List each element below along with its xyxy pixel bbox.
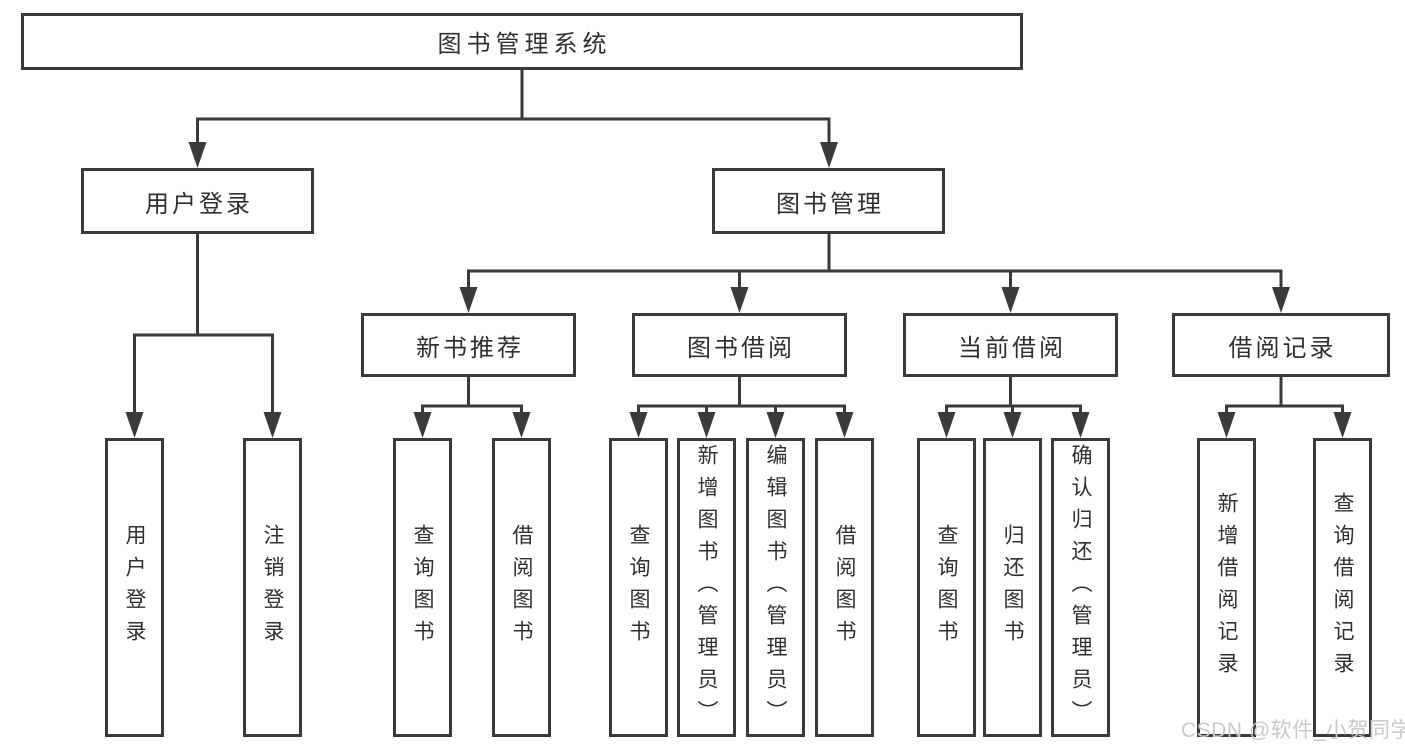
leaf-add-borrow-record: 新增借阅记录 (1197, 438, 1256, 737)
node-label: 图书借阅 (687, 334, 795, 362)
connector-userlogin-to-leaves (133, 232, 274, 418)
node-label: 编辑图书（管理员） (764, 443, 787, 732)
leaf-edit-books-admin: 编辑图书（管理员） (746, 438, 805, 737)
arrowhead (766, 412, 785, 438)
leaf-add-books-admin: 新增图书（管理员） (677, 438, 736, 737)
node-library-management-system: 图书管理系统 (21, 13, 1023, 70)
arrowhead (730, 287, 749, 313)
arrowhead (697, 412, 716, 438)
node-current-borrow: 当前借阅 (903, 313, 1118, 377)
arrowhead (512, 412, 531, 438)
node-user-login: 用户登录 (81, 168, 314, 234)
connector-records-to-leaves (1225, 375, 1344, 418)
connector-root-to-level2 (196, 68, 831, 149)
leaf-borrow-query-books: 查询图书 (609, 438, 668, 737)
leaf-return-books: 归还图书 (983, 438, 1042, 737)
arrowhead (413, 412, 432, 438)
node-label: 查询图书 (935, 523, 958, 652)
node-label: 图书管理系统 (437, 31, 612, 58)
node-book-borrow: 图书借阅 (632, 313, 847, 377)
node-label: 注销登录 (261, 523, 284, 652)
arrowhead (937, 412, 956, 438)
arrowhead (1217, 412, 1236, 438)
connector-recommend-to-leaves (421, 375, 523, 418)
arrowhead (835, 412, 854, 438)
arrowhead (1001, 287, 1020, 313)
node-label: 用户登录 (145, 190, 253, 218)
leaf-query-borrow-record: 查询借阅记录 (1313, 438, 1372, 737)
node-borrow-records: 借阅记录 (1172, 313, 1390, 377)
arrowhead (1003, 412, 1022, 438)
arrowheads (125, 142, 1352, 438)
node-new-book-recommend: 新书推荐 (361, 313, 576, 377)
arrowhead (1272, 287, 1290, 313)
node-label: 新增图书（管理员） (695, 443, 718, 732)
node-label: 新书推荐 (416, 334, 524, 362)
node-label: 归还图书 (1001, 523, 1024, 652)
arrowhead (1333, 412, 1352, 438)
arrowhead (820, 142, 838, 168)
node-label: 借阅图书 (833, 523, 856, 652)
leaf-current-query-books: 查询图书 (917, 438, 976, 737)
node-label: 确认归还（管理员） (1069, 443, 1092, 732)
node-label: 借阅记录 (1228, 334, 1337, 362)
node-book-management: 图书管理 (712, 168, 945, 234)
arrowhead (629, 412, 648, 438)
connector-bookmgmt-to-level3 (467, 232, 1283, 293)
node-label: 借阅图书 (510, 523, 533, 652)
arrowhead (1071, 412, 1090, 438)
watermark: CSDN @软件_小贺同学 (1181, 719, 1405, 742)
node-label: 当前借阅 (958, 334, 1066, 362)
arrowhead (188, 142, 207, 168)
node-label: 用户登录 (123, 523, 146, 652)
leaf-recommend-borrow-books: 借阅图书 (492, 438, 551, 737)
node-label: 查询图书 (411, 523, 434, 652)
arrowhead (459, 287, 478, 313)
node-label: 图书管理 (776, 190, 884, 218)
node-label: 查询图书 (627, 523, 650, 652)
leaf-recommend-query-books: 查询图书 (393, 438, 452, 737)
leaf-logout-login: 注销登录 (243, 438, 302, 737)
leaf-confirm-return-admin: 确认归还（管理员） (1051, 438, 1110, 737)
node-label: 查询借阅记录 (1331, 491, 1354, 684)
node-label: 新增借阅记录 (1215, 491, 1238, 684)
connector-current-to-leaves (945, 375, 1082, 418)
arrowhead (125, 412, 144, 438)
leaf-user-login: 用户登录 (105, 438, 164, 737)
leaf-borrow-borrow-books: 借阅图书 (815, 438, 874, 737)
connector-borrow-to-leaves (637, 375, 846, 418)
arrowhead (263, 412, 282, 438)
